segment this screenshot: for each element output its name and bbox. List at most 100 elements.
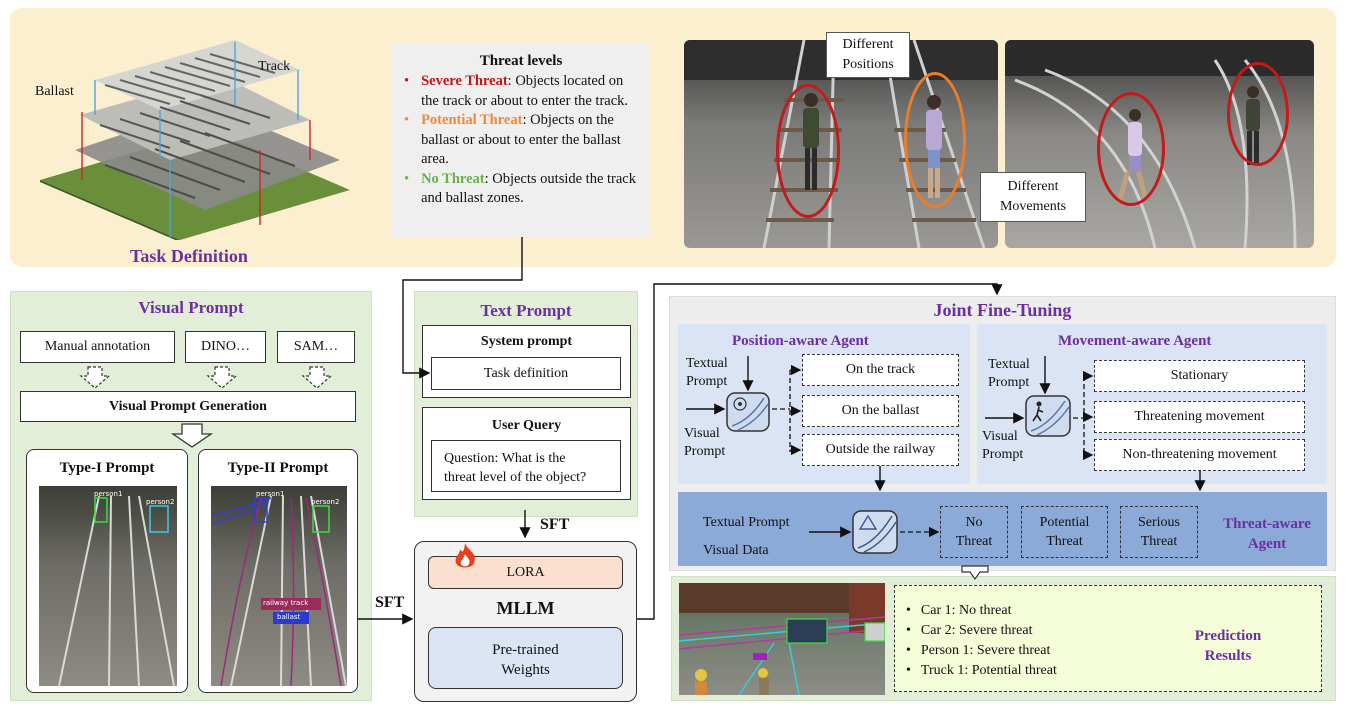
type-1-tag-person1: person1 [94, 490, 123, 498]
option-outside-railway: Outside the railway [802, 434, 959, 466]
type-1-prompt-title: Type-I Prompt [59, 460, 155, 476]
task-definition-title: Task Definition [130, 246, 248, 266]
fire-icon [455, 543, 475, 568]
prediction-image [679, 583, 885, 695]
question-line2: threat level of the object? [444, 470, 587, 485]
severe-threat-desc: : Objects located on the track or about … [421, 73, 629, 109]
user-query-label: User Query [491, 418, 562, 433]
option-potential-threat-line2: Threat [1046, 534, 1083, 549]
threat-agent-title-line1: Threat-aware [1223, 516, 1311, 532]
highlight-ellipse-orange [904, 72, 966, 208]
joint-fine-tuning-title: Joint Fine-Tuning [933, 300, 1072, 320]
prediction-list: •Car 1: No threat •Car 2: Severe threat … [906, 601, 1057, 681]
different-movements-line1: Different [1007, 179, 1059, 194]
type-2-tag-person1: person1 [256, 490, 285, 498]
position-textual-line1: Textual [686, 356, 728, 371]
position-textual-line2: Prompt [686, 374, 728, 389]
option-on-the-track: On the track [802, 354, 959, 386]
prediction-item: •Car 1: No threat [906, 603, 1012, 618]
lora-box: LORA [428, 556, 623, 589]
prediction-title-line1: Prediction [1194, 628, 1262, 644]
prediction-item-car2: Car 2: Severe threat [920, 623, 1033, 638]
pretrained-weights-line1: Pre-trained [492, 642, 559, 658]
prediction-item: •Person 1: Severe threat [906, 643, 1051, 658]
position-agent-title: Position-aware Agent [732, 333, 869, 349]
highlight-ellipse-red [776, 84, 840, 218]
mllm-title: MLLM [496, 598, 555, 618]
prediction-title-line2: Results [1204, 648, 1252, 664]
no-threat-label: No Threat [421, 170, 485, 187]
question-line1: Question: What is the [444, 451, 566, 466]
track-layer-top [95, 40, 300, 110]
position-agent-icon [726, 392, 770, 432]
option-no-threat-line1: No [965, 515, 983, 530]
threat-item-none: • No Threat: Objects outside the track a… [404, 170, 636, 207]
system-prompt-label: System prompt [480, 334, 573, 349]
movement-visual-line1: Visual [982, 429, 1018, 444]
text-prompt-title: Text Prompt [480, 301, 572, 320]
different-positions-line2: Positions [842, 57, 894, 72]
type-1-prompt-card: Type-I Prompt person1 person2 [26, 449, 188, 693]
option-non-threatening-movement: Non-threatening movement [1094, 439, 1305, 471]
type-1-tag-person2: person2 [146, 498, 175, 506]
sft-label-left: SFT [375, 594, 405, 611]
movement-visual-line2: Prompt [982, 447, 1024, 462]
option-threatening-movement: Threatening movement [1094, 401, 1305, 433]
source-arrows [79, 366, 333, 389]
threat-input-textual: Textual Prompt [703, 515, 790, 530]
generation-down-arrow [170, 423, 214, 448]
option-potential-threat: Potential Threat [1021, 506, 1108, 558]
prediction-item: •Car 2: Severe threat [906, 623, 1033, 638]
position-textual-prompt: Textual Prompt [686, 355, 728, 391]
highlight-ellipse-red-2 [1097, 92, 1165, 206]
movement-agent-icon [1025, 395, 1071, 437]
task-definition-box: Task definition [431, 357, 621, 390]
prediction-item-truck1: Truck 1: Potential threat [920, 663, 1057, 678]
prediction-results-title: Prediction Results [1168, 626, 1288, 666]
type-2-prompt-title: Type-II Prompt [227, 460, 329, 476]
question-box: Question: What is the threat level of th… [431, 440, 621, 492]
threat-input-visual: Visual Data [703, 543, 769, 558]
position-visual-line1: Visual [684, 426, 720, 441]
severe-threat-label: Severe Threat [421, 73, 508, 89]
threat-agent-icon [852, 510, 898, 554]
type-1-image: person1 person2 [39, 486, 177, 687]
position-visual-line2: Prompt [684, 444, 726, 459]
manual-annotation-box: Manual annotation [20, 331, 175, 363]
prediction-item: •Truck 1: Potential threat [906, 663, 1057, 678]
movement-agent-title: Movement-aware Agent [1058, 333, 1212, 349]
visual-prompt-title: Visual Prompt [138, 298, 244, 317]
threat-levels-box: Threat levels • Severe Threat: Objects l… [392, 44, 650, 237]
different-movements-label: Different Movements [980, 172, 1086, 222]
movement-textual-line1: Textual [988, 357, 1030, 372]
type-2-tag-ballast: ballast [277, 613, 301, 621]
threat-levels-heading: Threat levels [479, 53, 563, 69]
movement-visual-prompt: Visual Prompt [982, 428, 1023, 464]
threat-agent-title: Threat-aware Agent [1208, 514, 1326, 554]
ballast-label: Ballast [35, 84, 74, 99]
threat-item-severe: • Severe Threat: Objects located on the … [404, 73, 629, 109]
option-serious-threat-line1: Serious [1138, 515, 1180, 530]
prediction-item-car1: Car 1: No threat [920, 603, 1012, 618]
different-positions-label: Different Positions [826, 32, 910, 78]
movement-textual-prompt: Textual Prompt [988, 356, 1030, 392]
option-potential-threat-line1: Potential [1039, 515, 1090, 530]
highlight-ellipse-red-3 [1227, 62, 1289, 166]
threat-agent-title-line2: Agent [1247, 536, 1287, 552]
type-2-tag-person2: person2 [311, 498, 340, 506]
sam-box: SAM… [277, 331, 355, 363]
track-label: Track [258, 59, 291, 74]
pretrained-weights-line2: Weights [501, 662, 550, 678]
no-threat-desc: : Objects outside the track and ballast … [421, 170, 636, 207]
potential-threat-desc: : Objects on the ballast or about to ent… [421, 112, 621, 167]
threat-agent-inputs: Textual Prompt Visual Data [703, 509, 790, 565]
pretrained-weights-box: Pre-trained Weights [428, 627, 623, 689]
dino-box: DINO… [185, 331, 266, 363]
type-2-prompt-card: Type-II Prompt person1 person2 railway t… [198, 449, 358, 693]
position-visual-prompt: Visual Prompt [684, 425, 725, 461]
visual-prompt-generation-box: Visual Prompt Generation [20, 391, 356, 422]
sft-label-top: SFT [540, 516, 570, 533]
track-illustration [40, 40, 350, 240]
option-stationary: Stationary [1094, 360, 1305, 392]
movement-textual-line2: Prompt [988, 375, 1030, 390]
